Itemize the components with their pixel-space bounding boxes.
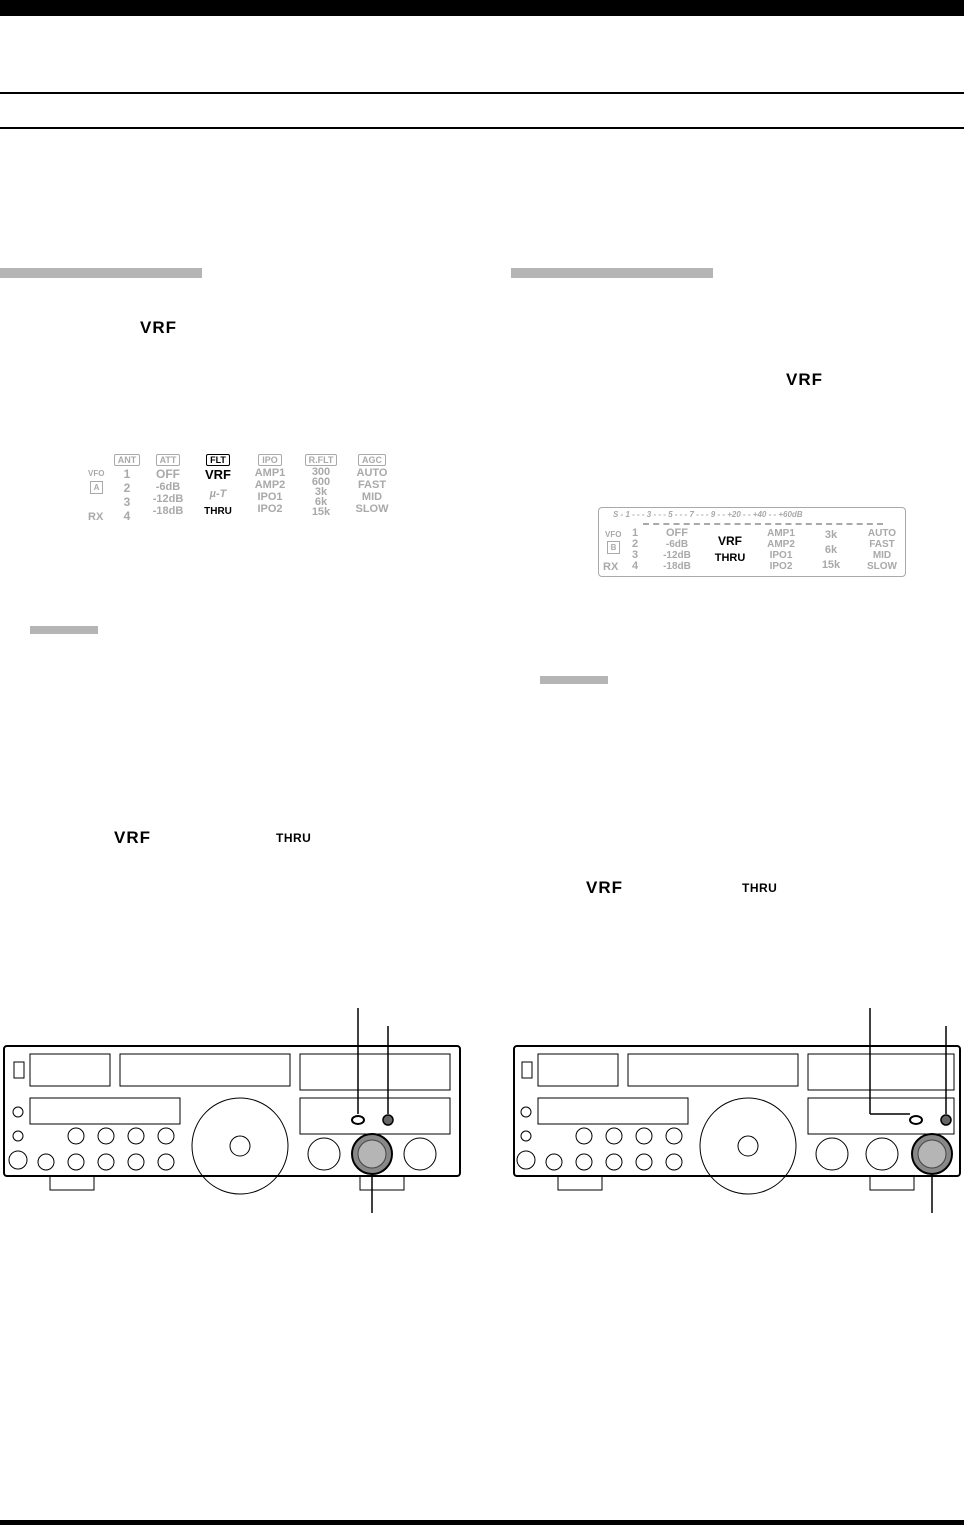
column-header: IPO — [258, 454, 282, 466]
vfo-letter-b: B — [607, 541, 620, 554]
vrf-keyword-right-2: VRF — [586, 878, 623, 897]
display-figure-b: S - 1 - - - 3 - - - 5 - - - 7 - - - 9 - … — [598, 507, 906, 577]
column-item: AMP1 — [767, 528, 795, 539]
column-rflt: R.FLT 300 600 3k 6k 15k — [298, 454, 344, 518]
column-item: 15k — [311, 506, 331, 518]
column-flt: FLT VRF µ-T THRU — [196, 454, 240, 517]
column-agc-b: AUTO FAST MID SLOW — [861, 528, 903, 572]
column-item: 600 — [311, 476, 331, 488]
display-figure-a: VFO A RX ANT 1 2 3 4 ATT OFF -6dB -12dB … — [88, 454, 398, 527]
column-item: THRU — [204, 506, 232, 517]
s-meter-scale: S - 1 - - - 3 - - - 5 - - - 7 - - - 9 - … — [613, 510, 803, 519]
column-agc: AGC AUTO FAST MID SLOW — [350, 454, 394, 515]
subsection-bar-right — [540, 676, 608, 684]
column-item: -12dB — [663, 550, 691, 561]
column-item: IPO1 — [257, 491, 283, 503]
column-item: 4 — [123, 509, 131, 523]
column-item: MID — [872, 550, 892, 561]
column-ant: ANT 1 2 3 4 — [110, 454, 144, 523]
column-item: 15k — [821, 559, 841, 571]
column-item: 2 — [631, 538, 639, 550]
column-item: IPO1 — [769, 550, 793, 561]
column-item: -6dB — [665, 539, 689, 550]
column-item: 1 — [631, 527, 639, 539]
thru-keyword-right: THRU — [742, 881, 778, 895]
thru-keyword-left: THRU — [276, 831, 312, 845]
column-item: MID — [361, 491, 383, 503]
column-item: THRU — [714, 552, 746, 564]
vrf-keyword-right-1: VRF — [786, 370, 823, 389]
column-header: AGC — [358, 454, 386, 466]
column-item: -6dB — [155, 481, 181, 493]
top-bar — [0, 0, 964, 16]
column-item: AUTO — [356, 467, 388, 479]
column-item: AMP1 — [254, 467, 286, 479]
section-bar-left — [0, 268, 202, 278]
column-item: 6k — [314, 496, 328, 508]
column-item: IPO2 — [769, 561, 793, 572]
transceiver-illustration-left — [3, 1008, 461, 1213]
column-header: R.FLT — [304, 454, 338, 466]
column-att: ATT OFF -6dB -12dB -18dB — [146, 454, 190, 517]
vfo-letter-a: A — [90, 481, 103, 494]
column-item: FAST — [869, 539, 895, 550]
column-item: FAST — [357, 479, 387, 491]
column-item: AMP2 — [767, 539, 795, 550]
column-item: IPO2 — [257, 503, 283, 515]
rx-label-a: RX — [88, 511, 104, 523]
column-header: ANT — [113, 454, 141, 466]
column-item: OFF — [666, 527, 688, 539]
column-rflt-b: 3k 6k 15k — [811, 528, 851, 573]
column-item: µ-T — [209, 488, 227, 500]
column-item: OFF — [156, 467, 180, 481]
column-item-selected: VRF — [718, 534, 742, 548]
column-header: ATT — [155, 454, 181, 466]
column-item: 3 — [123, 495, 131, 509]
column-item: SLOW — [867, 561, 897, 572]
column-att-b: OFF -6dB -12dB -18dB — [655, 527, 699, 573]
column-item: 3k — [314, 486, 328, 498]
column-item: 300 — [311, 466, 331, 478]
header-rule-bottom — [0, 127, 964, 129]
column-item: -12dB — [152, 493, 184, 505]
header-rule-top — [0, 92, 964, 94]
column-ipo: IPO AMP1 AMP2 IPO1 IPO2 — [248, 454, 292, 515]
column-item-selected: VRF — [205, 467, 231, 482]
column-item: -18dB — [152, 505, 184, 517]
column-header: FLT — [206, 454, 230, 466]
transceiver-illustration-right — [513, 1008, 961, 1213]
column-item: 3 — [631, 549, 639, 561]
column-ipo-b: AMP1 AMP2 IPO1 IPO2 — [759, 528, 803, 572]
vrf-keyword-left-1: VRF — [140, 318, 177, 337]
vfo-label-a: VFO — [88, 469, 105, 478]
s-meter-dash-line — [643, 523, 883, 525]
bottom-bar — [0, 1520, 964, 1525]
column-item: SLOW — [355, 503, 389, 515]
column-item: 3k — [824, 529, 838, 541]
rx-label-b: RX — [603, 561, 619, 573]
vrf-keyword-left-2: VRF — [114, 828, 151, 847]
subsection-bar-left — [30, 626, 98, 634]
section-bar-right — [511, 268, 713, 278]
column-item: 4 — [631, 560, 639, 572]
column-item: AMP2 — [254, 479, 286, 491]
column-item: 6k — [824, 544, 838, 556]
vfo-label-b: VFO — [605, 530, 622, 539]
column-flt-b: VRF THRU — [707, 534, 753, 564]
column-item: 1 — [123, 467, 131, 481]
column-item: -18dB — [663, 561, 691, 572]
column-ant-b: 1 2 3 4 — [627, 528, 643, 572]
column-item: AUTO — [867, 528, 897, 539]
column-item: 2 — [123, 481, 131, 495]
